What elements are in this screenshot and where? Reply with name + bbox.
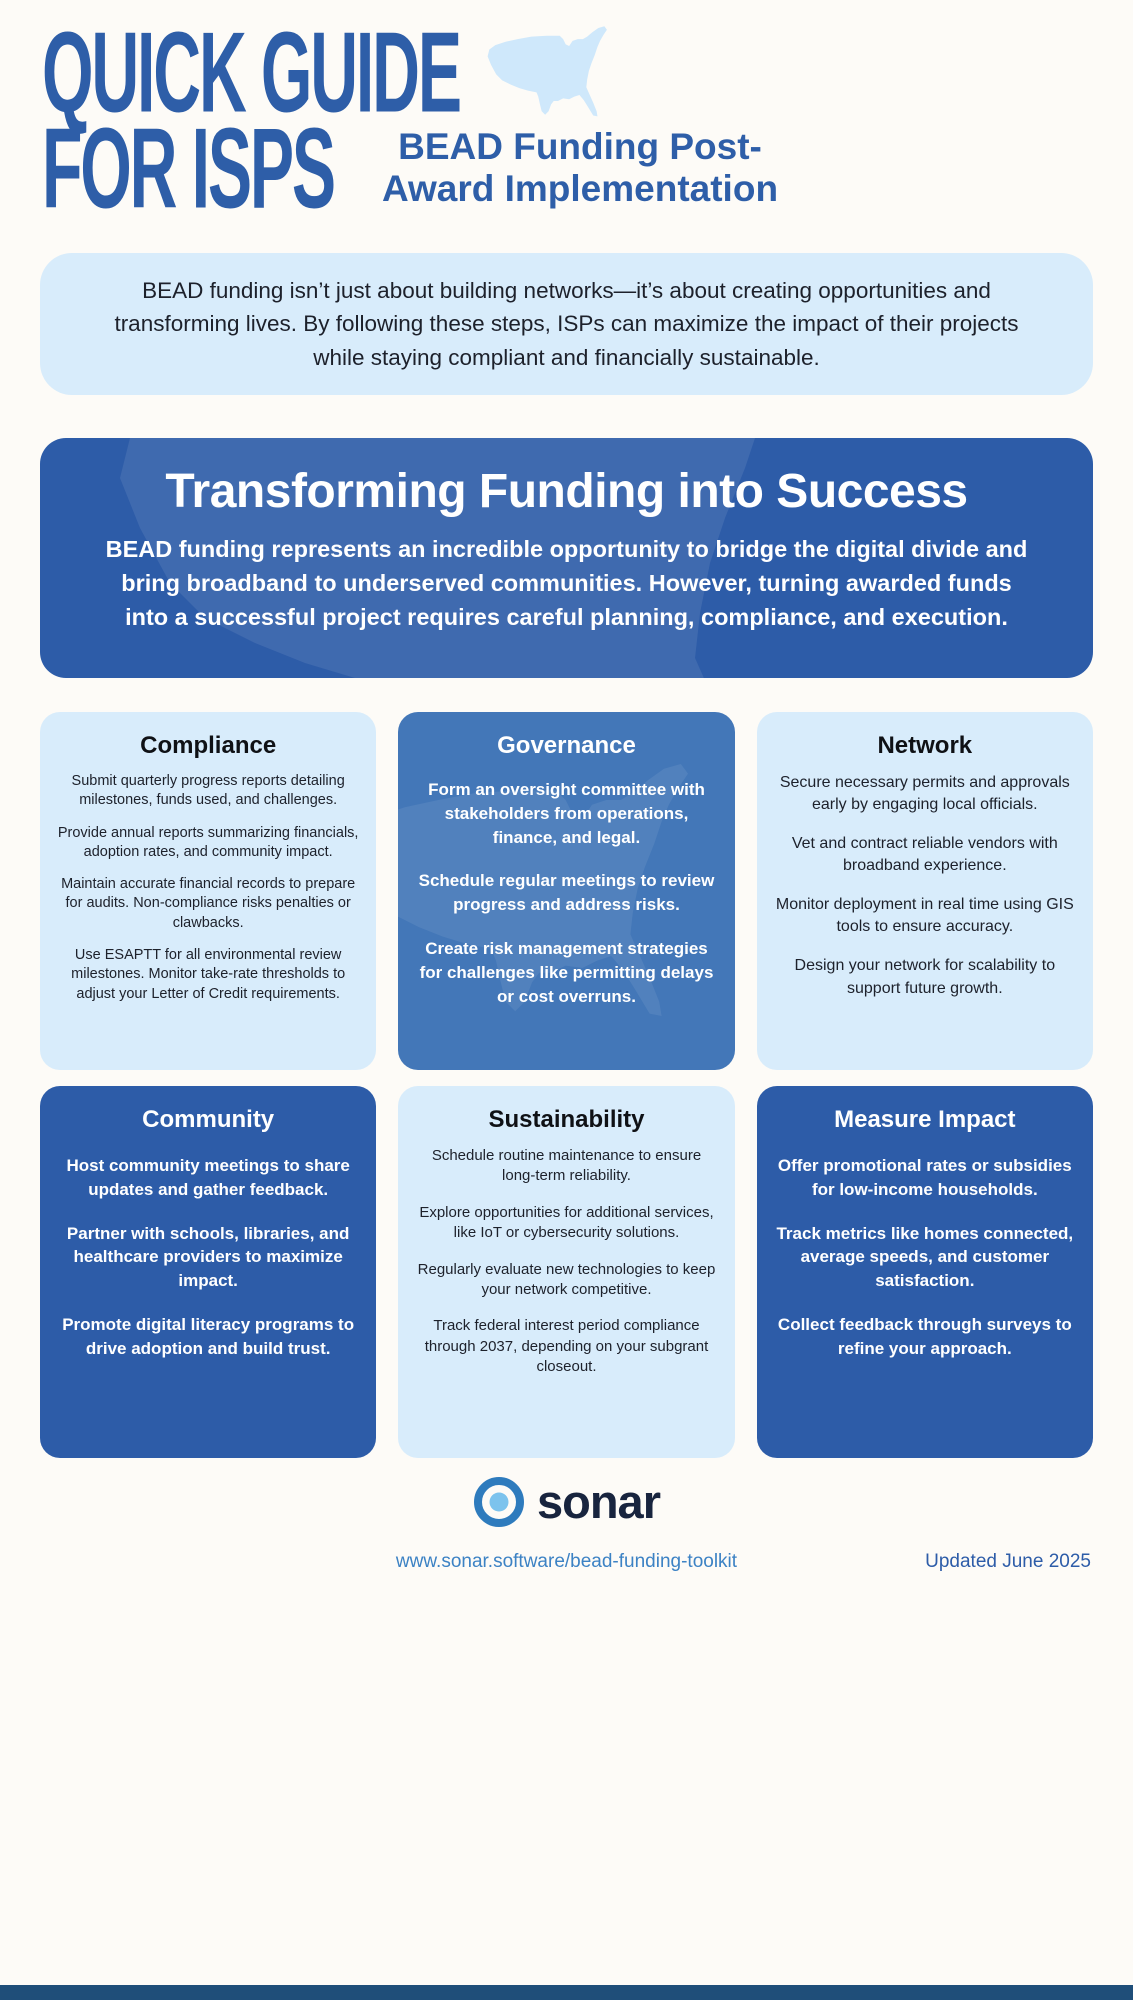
hero-body: BEAD funding represents an incredible op… (105, 536, 1028, 631)
card-title: Compliance (140, 732, 277, 759)
header-subtitle: BEAD Funding Post- Award Implementation (345, 126, 815, 210)
card-paragraph: Monitor deployment in real time using GI… (775, 896, 1074, 936)
usa-map-watermark-icon (120, 438, 755, 678)
card-paragraph: Create risk management strategies for ch… (419, 938, 714, 1006)
main-title-line1: QUICK GUIDE (42, 9, 462, 137)
intro-text: BEAD funding isn’t just about building n… (114, 278, 1019, 370)
card-paragraph: Promote digital literacy programs to dri… (62, 1314, 355, 1358)
footer-link[interactable]: www.sonar.software/bead-funding-toolkit (395, 1551, 738, 1572)
card-paragraph: Explore opportunities for additional ser… (419, 1203, 714, 1242)
footer: www.sonar.software/bead-funding-toolkit … (40, 1551, 1093, 1577)
card-title: Sustainability (488, 1106, 645, 1133)
footer-updated-label: Updated June 2025 (925, 1551, 1091, 1572)
intro-callout: BEAD funding isn’t just about building n… (40, 253, 1093, 395)
bottom-strip (0, 1985, 1133, 2000)
subtitle-line2: Award Implementation (381, 167, 779, 209)
card-paragraph: Offer promotional rates or subsidies for… (777, 1156, 1072, 1199)
card-paragraph: Secure necessary permits and approvals e… (779, 774, 1070, 814)
card-paragraph: Track federal interest period compliance… (424, 1317, 709, 1376)
usa-map-watermark-icon (398, 764, 689, 1016)
card-title: Governance (497, 732, 636, 759)
card-paragraph: Vet and contract reliable vendors with b… (791, 835, 1058, 875)
usa-map-icon (487, 26, 607, 117)
card-paragraph: Maintain accurate financial records to p… (61, 876, 356, 931)
card-paragraph: Schedule regular meetings to review prog… (418, 871, 715, 915)
card-paragraph: Regularly evaluate new technologies to k… (417, 1260, 716, 1298)
subtitle-line1: BEAD Funding Post- (398, 126, 762, 167)
card-paragraph: Partner with schools, libraries, and hea… (66, 1223, 350, 1291)
sonar-circle-icon (474, 1476, 524, 1527)
card-paragraph: Form an oversight committee with stakeho… (428, 780, 705, 847)
card-title: Community (142, 1106, 275, 1133)
card-paragraph: Schedule routine maintenance to ensure l… (431, 1147, 702, 1185)
card-paragraph: Provide annual reports summarizing finan… (57, 824, 359, 860)
hero-banner: Transforming Funding into Success BEAD f… (40, 438, 1093, 678)
card-paragraph: Track metrics like homes connected, aver… (776, 1223, 1074, 1291)
hero-title: Transforming Funding into Success (165, 465, 968, 518)
main-title-line2: FOR ISPS (42, 105, 336, 233)
card-paragraph: Use ESAPTT for all environmental review … (71, 946, 346, 1002)
card-title: Network (877, 732, 973, 759)
card-paragraph: Host community meetings to share updates… (66, 1156, 350, 1199)
sonar-logo: sonar (0, 1474, 1133, 1529)
card-paragraph: Submit quarterly progress reports detail… (71, 773, 345, 809)
card-paragraph: Collect feedback through surveys to refi… (777, 1314, 1072, 1358)
card-paragraph: Design your network for scalability to s… (794, 957, 1056, 997)
sonar-logo-text: sonar (537, 1475, 661, 1528)
card-title: Measure Impact (834, 1106, 1016, 1133)
